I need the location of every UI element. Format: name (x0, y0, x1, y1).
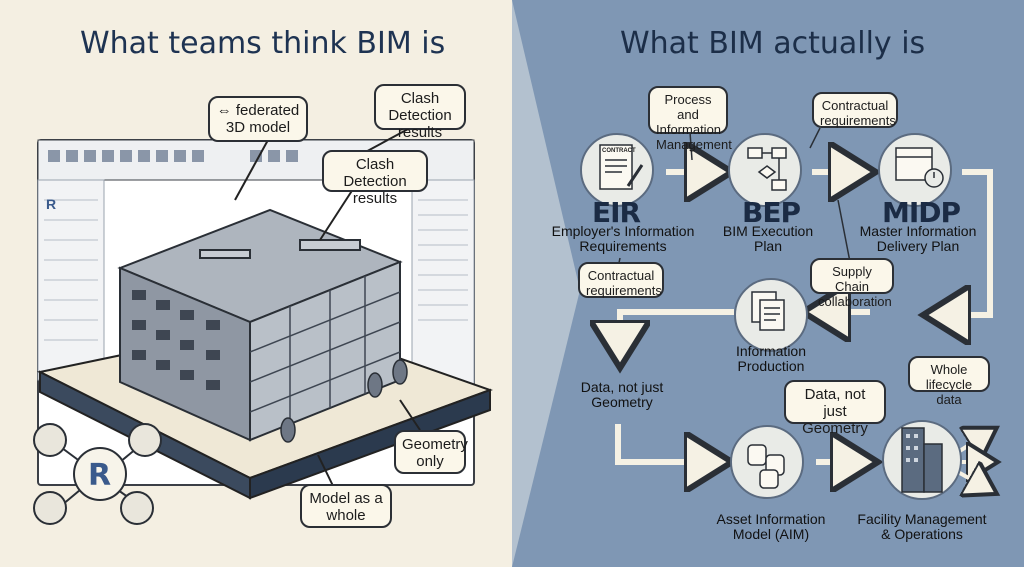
whole-lifecycle-bubble: Whole lifecycle data (908, 356, 990, 407)
eir-acronym: EIR (592, 196, 641, 229)
bep-label: BIM Execution Plan (722, 223, 814, 254)
data-geometry-bubble: Data, not just Geometry (784, 380, 886, 437)
office-tower-icon (901, 427, 943, 493)
building-model (117, 208, 403, 442)
contract-icon (599, 144, 644, 190)
revit-logo: R (88, 458, 112, 493)
flowchart-icon (747, 147, 787, 191)
contractual-req-bubble-top: Contractual requirements (812, 92, 898, 128)
calendar-icon (895, 147, 944, 188)
midp-label: Master Information Delivery Plan (859, 223, 977, 254)
database-icon (747, 444, 785, 489)
federated-callout: ⇔ federated 3D model (208, 96, 308, 142)
right-title: What BIM actually is (620, 26, 926, 61)
divider-wedge (512, 0, 580, 567)
info-production-label: Information Production (735, 343, 807, 374)
app-logo-small: R (46, 196, 57, 212)
trees (280, 359, 408, 443)
left-title: What teams think BIM is (80, 26, 446, 61)
midp-acronym: MIDP (882, 196, 961, 229)
eir-label: Employer's Information Requirements (551, 223, 695, 254)
documents-icon (751, 291, 785, 331)
clash-detection-callout-top: Clash Detection results (374, 84, 466, 141)
clash-detection-callout-mid: Clash Detection results (322, 150, 428, 207)
process-info-mgmt-bubble: Process and Information Management (648, 86, 732, 152)
contractual-req-bubble-left: Contractual requirements (578, 262, 664, 298)
supply-chain-bubble: Supply Chain collaboration (810, 258, 894, 309)
contract-doc-label: CONTRACT (602, 148, 636, 154)
data-geometry-label: Data, not just Geometry (580, 379, 664, 410)
collaboration-network (33, 423, 162, 525)
aim-label: Asset Information Model (AIM) (716, 511, 826, 542)
geometry-only-callout: Geometry only (394, 430, 468, 474)
fm-label: Facility Management & Operations (857, 511, 987, 542)
model-as-whole-callout: Model as a whole (300, 484, 392, 528)
bep-acronym: BEP (742, 196, 801, 229)
